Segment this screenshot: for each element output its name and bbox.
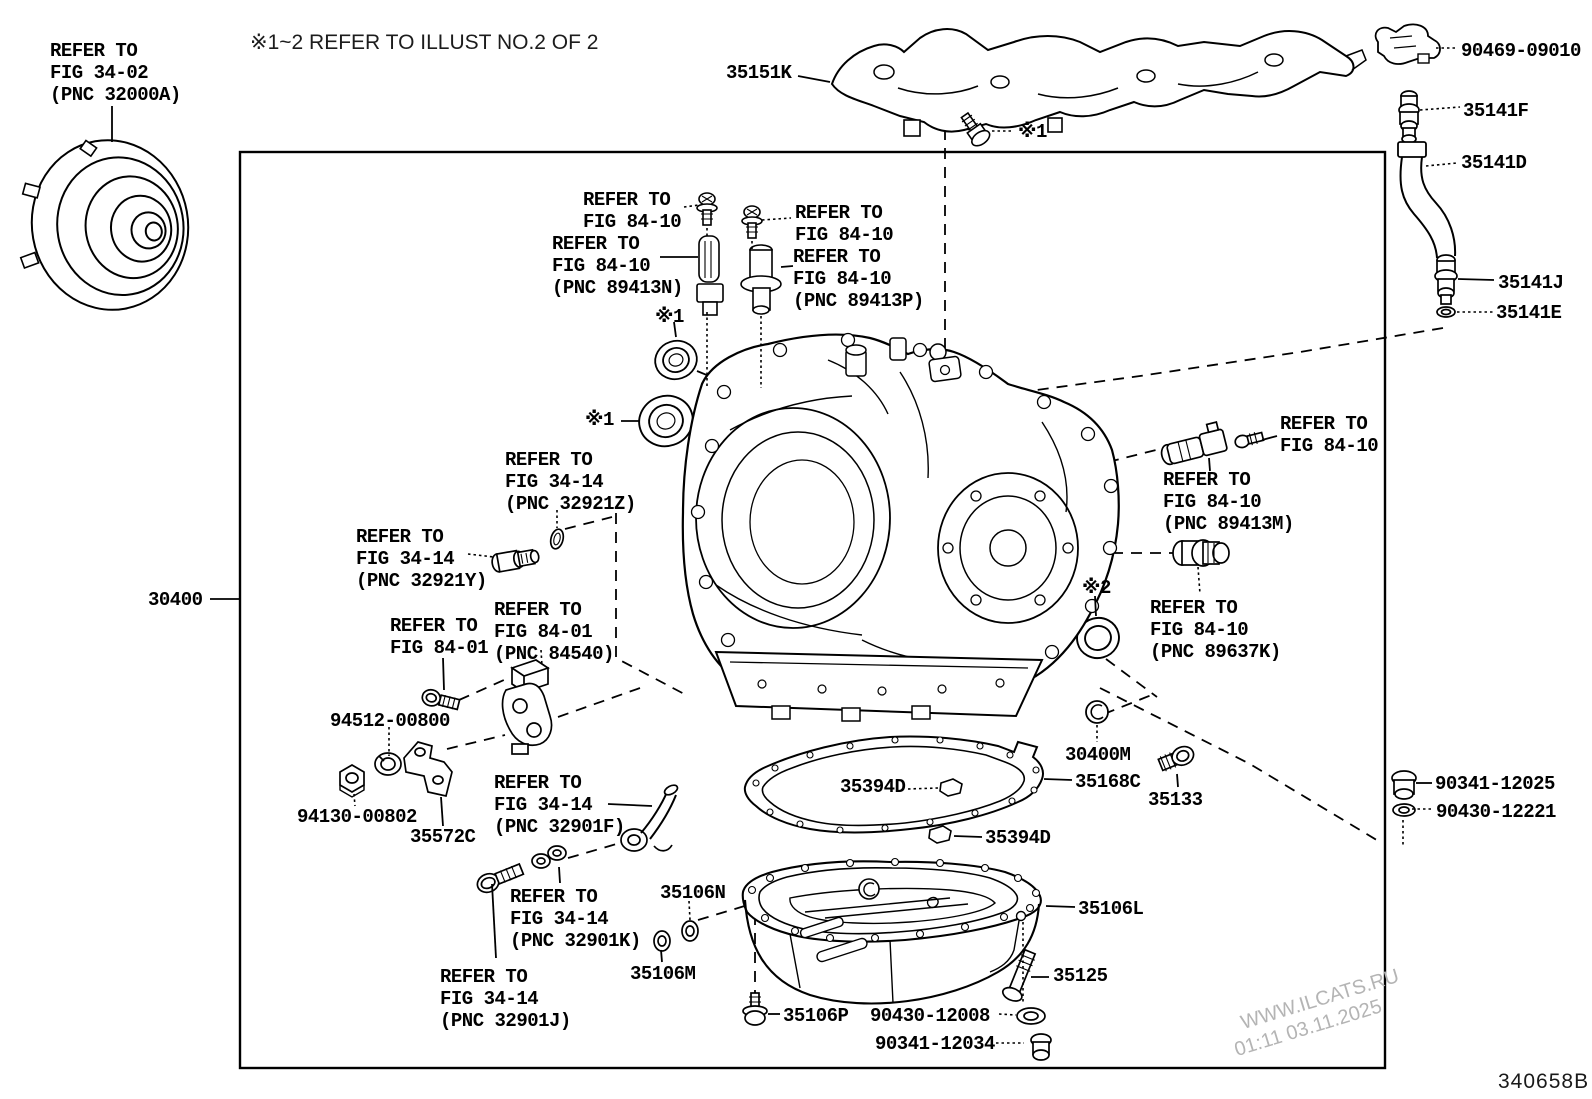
figure-code: 340658B: [1498, 1070, 1590, 1093]
illust-note: ※1~2 REFER TO ILLUST NO.2 OF 2: [250, 31, 599, 54]
heat-shield-bolt-drawing: [960, 111, 991, 147]
transaxle-housing-drawing: [681, 332, 1120, 722]
callout-35133: 35133: [1148, 789, 1203, 811]
callout-94130-00802: 94130-00802: [297, 806, 417, 828]
callout-35106L: 35106L: [1078, 898, 1144, 920]
top-sensor-parts-drawing: [696, 192, 782, 316]
callout-35394D-b: 35394D: [985, 827, 1051, 849]
ref-label-32901K: REFER TO FIG 34-14 (PNC 32901K): [510, 886, 641, 952]
oil-pan-drawing: [741, 857, 1042, 1005]
left-small-parts-drawing: [339, 548, 699, 952]
ref-label-89637K: REFER TO FIG 84-10 (PNC 89637K): [1150, 597, 1281, 663]
ref-label-8401: REFER TO FIG 84-01: [390, 615, 489, 659]
ref-label-89413P: REFER TO FIG 84-10 (PNC 89413P): [793, 246, 924, 312]
bottom-small-parts-drawing: [742, 770, 1417, 1061]
callout-35125: 35125: [1053, 965, 1108, 987]
ref-label-32901J: REFER TO FIG 34-14 (PNC 32901J): [440, 966, 571, 1032]
diagram-frame: [238, 150, 1387, 1070]
breather-parts-drawing: [1397, 90, 1458, 318]
callout-35106P: 35106P: [783, 1005, 849, 1027]
callout-ast1-seal-a: ※1: [655, 306, 684, 328]
callout-ast1-seal-b: ※1: [585, 409, 614, 431]
leader-lines: [111, 75, 1495, 1015]
ref-label-32921Z: REFER TO FIG 34-14 (PNC 32921Z): [505, 449, 636, 515]
callout-30400: 30400: [148, 589, 203, 611]
ref-label-fig34-02: REFER TO FIG 34-02 (PNC 32000A): [50, 40, 181, 106]
callout-35106N: 35106N: [660, 882, 726, 904]
ref-label-84540: REFER TO FIG 84-01 (PNC 84540): [494, 599, 614, 665]
ref-label-32901F: REFER TO FIG 34-14 (PNC 32901F): [494, 772, 625, 838]
callout-35141D: 35141D: [1461, 152, 1527, 174]
ref-label-8410-a: REFER TO FIG 84-10: [583, 189, 682, 233]
callout-90341-12025: 90341-12025: [1435, 773, 1555, 795]
callout-35106M: 35106M: [630, 963, 696, 985]
ref-label-8410-c: REFER TO FIG 84-10: [1280, 413, 1379, 457]
callout-ast1-bolt: ※1: [1018, 121, 1047, 143]
callout-90341-12034: 90341-12034: [875, 1033, 995, 1055]
callout-90430-12221: 90430-12221: [1436, 801, 1556, 823]
dashed-assembly-lines: [446, 110, 1444, 996]
heat-shield-drawing: [830, 28, 1367, 137]
right-sensor-parts-drawing: [1157, 421, 1265, 772]
pan-gasket-drawing: [743, 735, 1044, 844]
callout-35141J: 35141J: [1498, 272, 1564, 294]
callout-35141F: 35141F: [1463, 100, 1529, 122]
clip-drawing: [1374, 23, 1441, 65]
callout-90430-12008: 90430-12008: [870, 1005, 990, 1027]
callout-94512-00800: 94512-00800: [330, 710, 450, 732]
callout-35394D-a: 35394D: [840, 776, 906, 798]
callout-35168C: 35168C: [1075, 771, 1141, 793]
ref-label-32921Y: REFER TO FIG 34-14 (PNC 32921Y): [356, 526, 487, 592]
callout-ast2-seal: ※2: [1082, 577, 1111, 599]
callout-35141E: 35141E: [1496, 302, 1562, 324]
callout-30400M: 30400M: [1065, 744, 1131, 766]
dotted-leader-lines: [353, 47, 1493, 1044]
oil-seal-drawings: [549, 339, 1120, 724]
callout-35151K: 35151K: [726, 62, 792, 84]
callout-35572C: 35572C: [410, 826, 476, 848]
ref-label-8410-b: REFER TO FIG 84-10: [795, 202, 894, 246]
ref-label-89413N: REFER TO FIG 84-10 (PNC 89413N): [552, 233, 683, 299]
torque-converter-drawing: [19, 139, 190, 311]
callout-90469-09010: 90469-09010: [1461, 40, 1581, 62]
ref-label-89413M: REFER TO FIG 84-10 (PNC 89413M): [1163, 469, 1294, 535]
